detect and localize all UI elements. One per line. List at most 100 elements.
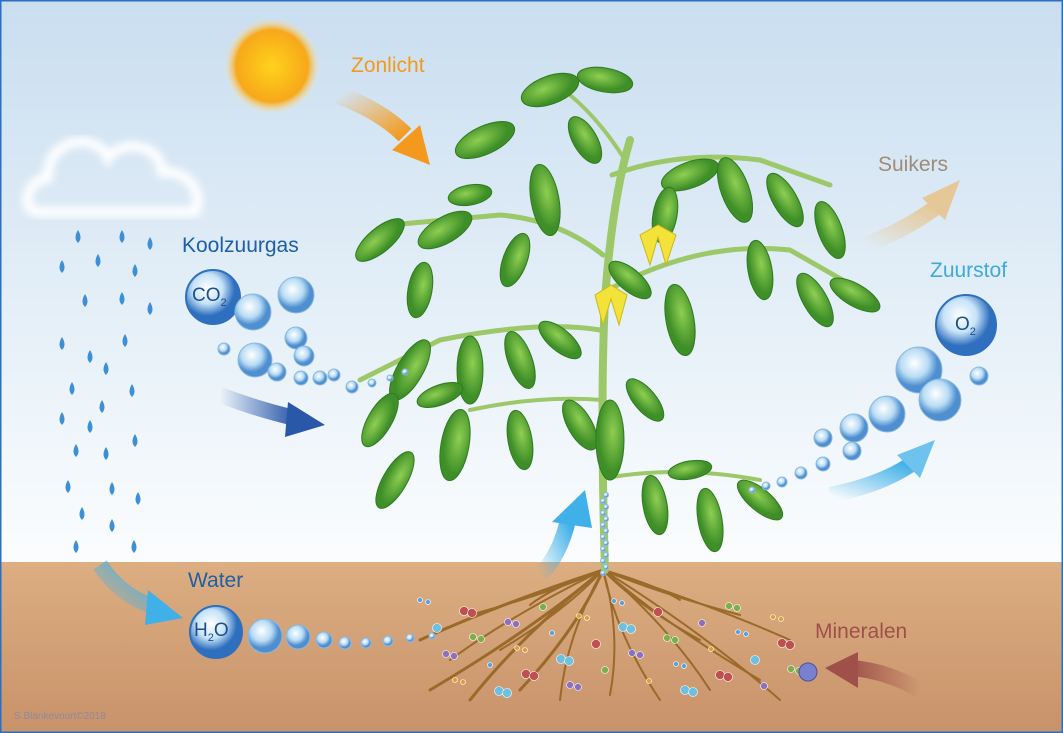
water-droplet (603, 564, 609, 570)
co2-bubble (293, 370, 309, 386)
mineral-particle (715, 670, 725, 680)
mineral-particle (502, 688, 512, 698)
raindrop-icon (59, 260, 65, 273)
leaf (664, 283, 696, 357)
water-droplet (600, 570, 606, 576)
leaf (456, 335, 484, 405)
water-droplet (600, 498, 606, 504)
bubbles (185, 269, 997, 659)
leaf (504, 331, 536, 389)
leaf (538, 320, 582, 360)
mineral-particle (743, 631, 749, 637)
leaf (595, 399, 625, 481)
mineral-particle (522, 647, 528, 653)
raindrop-icon (87, 420, 93, 433)
water-droplet (603, 552, 609, 558)
mineral-particle (735, 629, 741, 635)
leaf (417, 210, 473, 250)
o2-bubble (935, 294, 997, 356)
mineral-particle (566, 681, 574, 689)
mineral-particle (626, 624, 636, 634)
stem (468, 396, 605, 412)
h2o-bubble (285, 624, 311, 650)
o2-bubble (748, 486, 756, 494)
h2o-bubble (338, 636, 352, 650)
leaf (766, 172, 804, 228)
root (468, 568, 605, 702)
sunlight-arrow (334, 86, 430, 165)
mineral-particle (564, 656, 574, 666)
mineral-particle (556, 654, 566, 664)
mineral-particle (723, 672, 733, 682)
h2o-bubble (315, 631, 333, 649)
leaf (355, 218, 405, 262)
mineral-particle (467, 608, 477, 618)
mineral-particle (619, 600, 625, 606)
mineral-particle (785, 640, 795, 650)
mineral-particle (750, 655, 760, 665)
raindrop-icon (87, 350, 93, 363)
mineral-particle (688, 687, 698, 697)
mineral-particle (770, 614, 776, 620)
root (602, 569, 661, 701)
oxygen-arrow (828, 440, 935, 503)
raindrop-icon (73, 540, 79, 553)
raindrop-icon (95, 254, 101, 267)
h2o-bubble (428, 632, 436, 640)
raindrop-icon (99, 400, 105, 413)
mineral-particle (539, 603, 547, 611)
leaf (375, 451, 415, 509)
o2-formula: O2 (955, 314, 976, 338)
mineral-particle (618, 622, 628, 632)
mineral-particle (798, 662, 818, 682)
mineral-particle (663, 634, 671, 642)
co2-bubble (267, 362, 287, 382)
sun-icon (224, 18, 320, 114)
leaf (562, 399, 598, 451)
water-droplet (600, 510, 606, 516)
mineral-particle (698, 619, 706, 627)
raindrop-icon (129, 384, 135, 397)
leaf (576, 66, 634, 94)
raindrop-icon (82, 294, 88, 307)
co2-bubble (293, 345, 315, 367)
h2o-formula: H2O (194, 620, 229, 644)
mineral-particle (787, 665, 795, 673)
raindrop-icon (147, 237, 153, 250)
root (499, 569, 604, 651)
o2-bubble (815, 456, 831, 472)
water-droplet (600, 546, 606, 552)
mineral-particle (681, 663, 687, 669)
leaf (499, 232, 531, 288)
carbon-dioxide-arrow (217, 387, 325, 437)
raindrop-icon (131, 540, 137, 553)
o2-bubble (868, 395, 906, 433)
water-droplet (603, 516, 609, 522)
flowers (594, 224, 677, 327)
water-droplet (600, 522, 606, 528)
mineral-particle (450, 652, 458, 660)
co2-bubble (277, 276, 315, 314)
h2o-bubble (360, 637, 372, 649)
co2-bubble (185, 269, 241, 325)
label-water: Water (188, 569, 244, 592)
raindrop-icon (109, 519, 115, 532)
mineral-particle (576, 613, 582, 619)
soil (0, 562, 1063, 733)
raindrop-icon (103, 362, 109, 375)
leaf (814, 201, 846, 259)
label-carbon-dioxide: Koolzuurgas (182, 234, 299, 257)
leaf (454, 120, 516, 160)
leaf (829, 277, 881, 313)
water-arrow (93, 560, 183, 625)
leaf (746, 239, 774, 301)
label-sunlight: Zonlicht (351, 54, 425, 77)
mineral-particle (452, 677, 458, 683)
leaf (506, 409, 534, 471)
water-droplet (603, 540, 609, 546)
raindrop-icon (135, 492, 141, 505)
label-sugars: Suikers (878, 153, 949, 176)
raindrop-icon (75, 230, 81, 243)
mineral-particle (425, 599, 431, 605)
